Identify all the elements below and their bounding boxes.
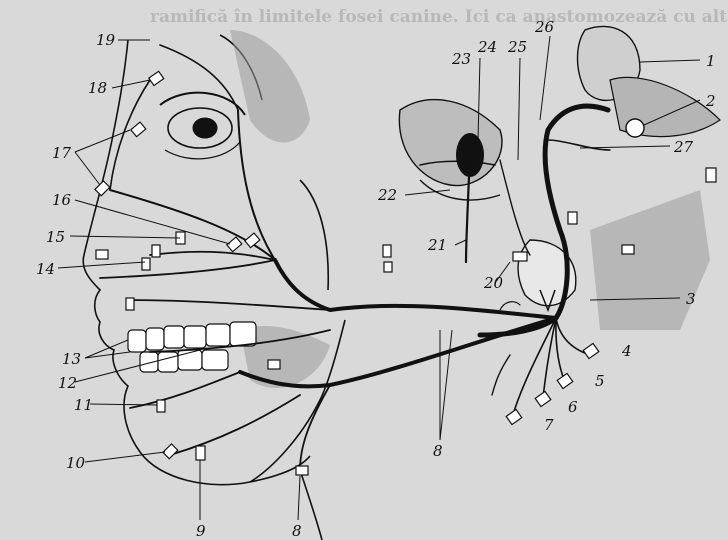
label-2: 2 [705, 92, 716, 110]
middle-ear-structures [399, 100, 502, 200]
label-13: 13 [62, 350, 81, 368]
label-18: 18 [88, 79, 107, 97]
label-15: 15 [46, 228, 65, 246]
eye [160, 93, 245, 159]
label-14: 14 [36, 260, 55, 278]
label-8-upper: 8 [433, 442, 443, 460]
label-12: 12 [58, 374, 77, 392]
label-4: 4 [621, 342, 632, 360]
teeth [128, 322, 256, 372]
label-23: 23 [451, 50, 471, 68]
label-26: 26 [534, 18, 555, 36]
neck-line [300, 470, 322, 540]
label-7: 7 [544, 416, 554, 434]
label-22: 22 [377, 186, 397, 204]
label-6: 6 [568, 398, 578, 416]
label-3: 3 [686, 290, 696, 308]
petrous-region [578, 26, 721, 136]
label-11: 11 [74, 396, 93, 414]
ear-region [300, 180, 328, 290]
label-20: 20 [483, 274, 504, 292]
label-21: 21 [427, 236, 447, 254]
label-27: 27 [673, 138, 694, 156]
label-1: 1 [706, 52, 716, 70]
marker-circle [626, 119, 644, 137]
background-text: ramifică în limitele fosei canine. Ici c… [150, 7, 728, 27]
label-5: 5 [595, 372, 605, 390]
label-10: 10 [66, 454, 86, 472]
label-25: 25 [507, 38, 527, 56]
label-9: 9 [196, 522, 206, 540]
label-24: 24 [477, 38, 497, 56]
label-17: 17 [52, 144, 72, 162]
label-16: 16 [52, 191, 72, 209]
label-19: 19 [96, 31, 116, 49]
label-8-lower: 8 [292, 522, 302, 540]
